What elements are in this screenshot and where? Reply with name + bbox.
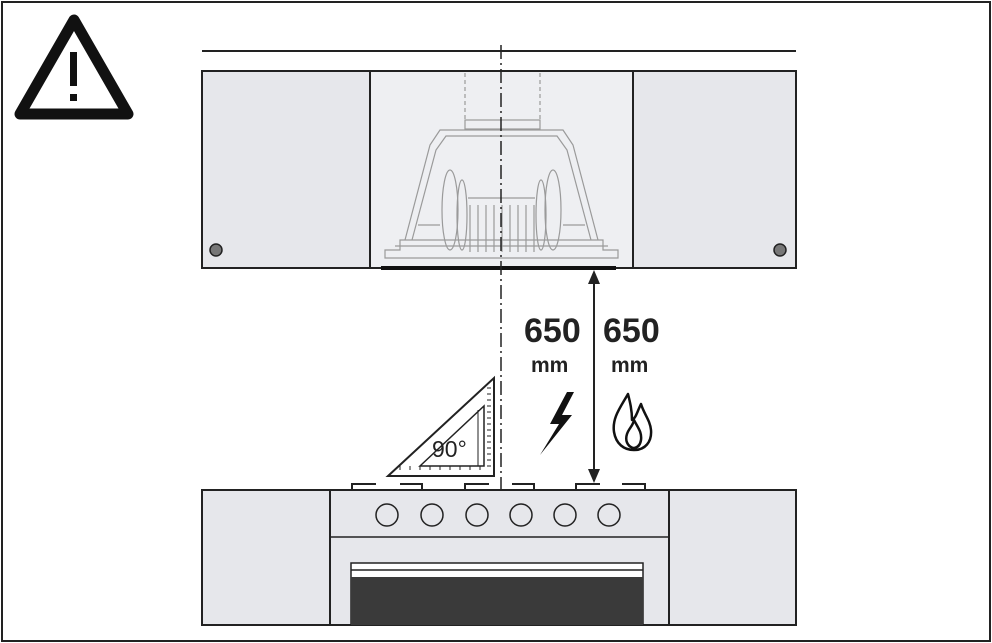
cabinet-knob-right <box>773 243 787 257</box>
control-knob <box>597 503 621 527</box>
control-knob <box>465 503 489 527</box>
flame-icon <box>612 392 653 452</box>
gas-distance-unit: mm <box>611 354 648 377</box>
lightning-bolt-icon <box>540 392 574 455</box>
control-knobs <box>375 503 621 527</box>
control-knob <box>509 503 533 527</box>
cabinet-knob-left <box>209 243 223 257</box>
set-square-icon <box>385 375 495 477</box>
oven-window <box>351 577 643 625</box>
electric-distance-unit: mm <box>531 354 568 377</box>
gas-distance-value: 650 <box>603 312 660 350</box>
control-knob <box>420 503 444 527</box>
wall-cabinets <box>201 70 797 269</box>
angle-label: 90° <box>432 436 467 462</box>
control-knob <box>553 503 577 527</box>
base-cabinet-right <box>668 489 797 626</box>
control-knob <box>375 503 399 527</box>
cooker-hood <box>384 73 619 259</box>
distance-arrow <box>588 270 600 483</box>
electric-distance-value: 650 <box>524 312 581 350</box>
warning-triangle-icon <box>14 14 134 120</box>
base-cabinet-left <box>201 489 331 626</box>
